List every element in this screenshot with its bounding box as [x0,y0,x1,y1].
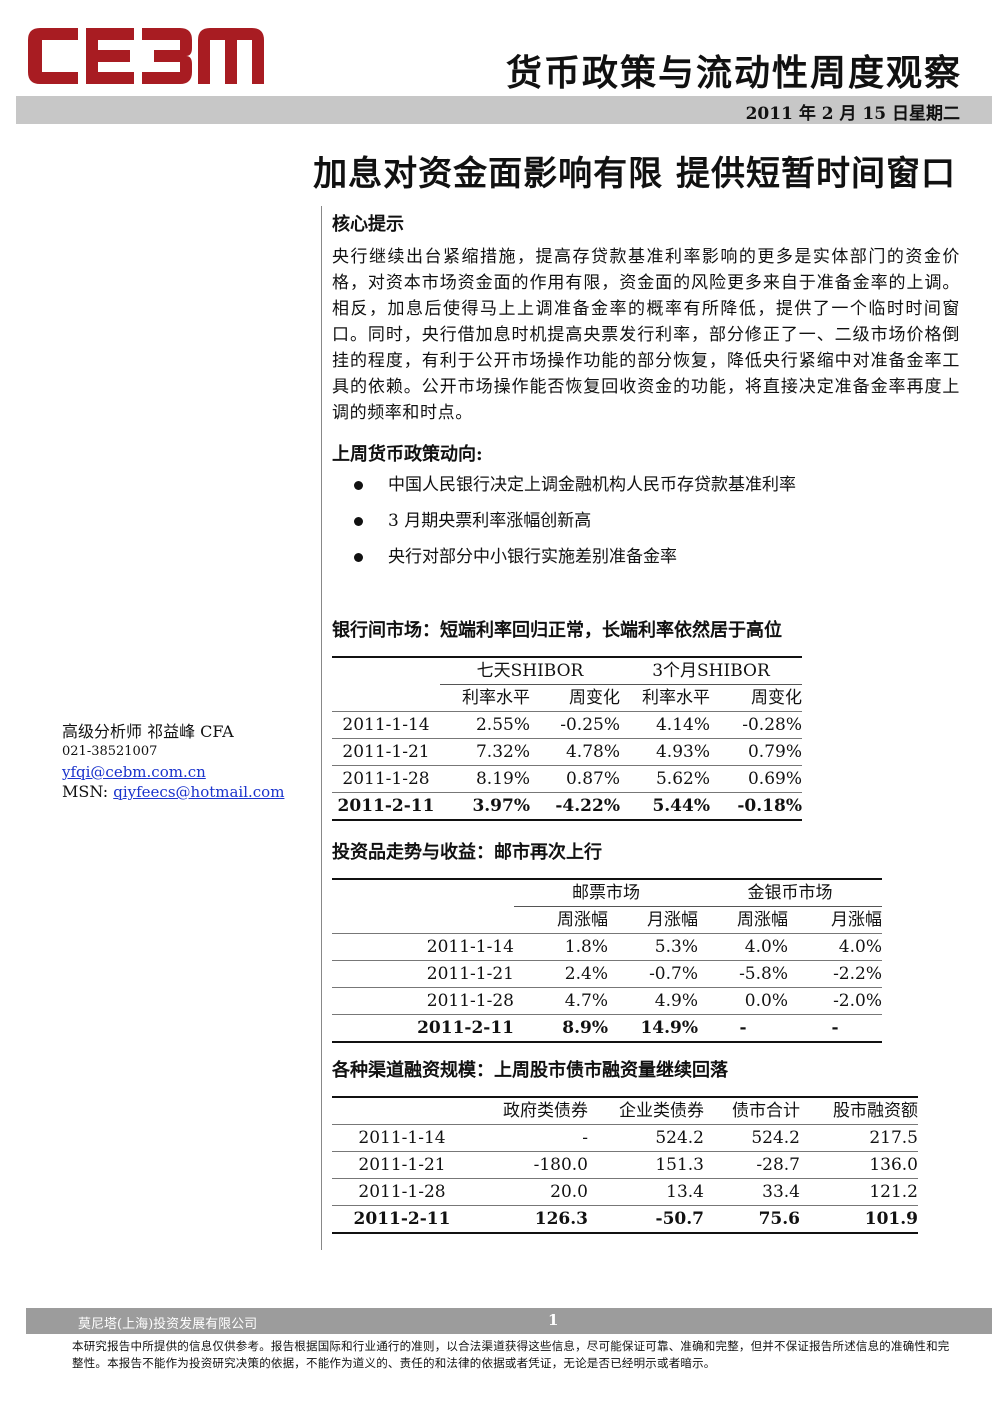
policy-list: 中国人民银行决定上调金融机构人民币存贷款基准利率 3 月期央票利率涨幅创新高 央… [352,470,796,578]
interbank-heading: 银行间市场：短端利率回归正常，长端利率依然居于高位 [332,620,782,641]
headline: 加息对资金面影响有限 提供短暂时间窗口 [313,154,956,194]
disclaimer: 本研究报告中所提供的信息仅供参考。报告根据国际和行业通行的准则，以合法渠道获得这… [72,1339,950,1370]
summary-heading: 核心提示 [332,214,404,235]
cebm-logo [28,28,264,84]
financing-heading: 各种渠道融资规模：上周股市债市融资量继续回落 [332,1060,728,1081]
group-header: 金银币市场 [698,879,882,907]
column-header: 月涨幅 [788,906,882,934]
group-header: 邮票市场 [514,879,698,907]
analyst-email-link[interactable]: yfqi@cebm.com.cn [62,763,206,781]
analyst-name: 高级分析师 祁益峰 CFA [62,722,234,741]
column-header: 股市融资额 [800,1097,918,1125]
policy-heading: 上周货币政策动向: [332,444,483,465]
column-header: 周涨幅 [698,906,788,934]
column-header: 周涨幅 [514,906,608,934]
group-header: 七天SHIBOR [440,657,620,685]
column-header: 利率水平 [440,684,530,712]
column-header: 利率水平 [620,684,710,712]
report-date: 2011 年 2 月 15 日星期二 [745,104,960,124]
investment-heading: 投资品走势与收益：邮市再次上行 [332,842,602,863]
column-header: 政府类债券 [472,1097,588,1125]
list-item: 央行对部分中小银行实施差别准备金率 [352,542,796,578]
list-item: 3 月期央票利率涨幅创新高 [352,506,796,542]
column-divider [321,206,322,1250]
column-header: 周变化 [710,684,802,712]
column-header: 月涨幅 [608,906,698,934]
footer-bar [26,1308,992,1334]
msn-label: MSN: [62,782,114,801]
analyst-phone: 021-38521007 [62,744,158,759]
analyst-info: 高级分析师 祁益峰 CFA 021-38521007 yfqi@cebm.com… [62,722,284,802]
summary-text: 央行继续出台紧缩措施，提高存贷款基准利率影响的更多是实体部门的资金价格，对资本市… [332,247,960,423]
header-bar [16,96,992,124]
group-header: 3个月SHIBOR [620,657,802,685]
column-header: 企业类债券 [588,1097,704,1125]
bullet-icon [354,553,363,562]
page-number: 1 [548,1311,559,1329]
bullet-icon [354,481,363,490]
list-item: 中国人民银行决定上调金融机构人民币存贷款基准利率 [352,470,796,506]
bullet-icon [354,517,363,526]
interbank-table: 七天SHIBOR 3个月SHIBOR 利率水平 周变化 利率水平 周变化 201… [332,656,802,821]
column-header: 债市合计 [704,1097,800,1125]
report-title: 货币政策与流动性周度观察 [505,52,962,94]
column-header: 周变化 [530,684,620,712]
company-name: 莫尼塔(上海)投资发展有限公司 [78,1317,258,1332]
analyst-msn-link[interactable]: qiyfeecs@hotmail.com [113,783,285,801]
